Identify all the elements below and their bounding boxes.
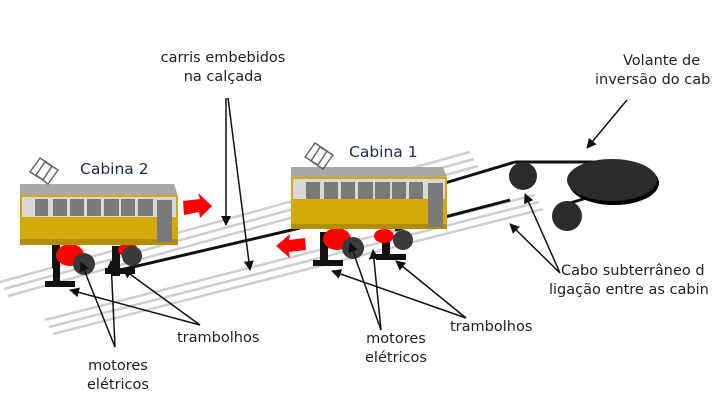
direction-arrow-left (276, 234, 306, 258)
label-motores-left: motores elétricos (82, 357, 154, 395)
cabin-1 (291, 141, 447, 266)
label-trambolhos-left: trambolhos (177, 330, 260, 346)
label-carris-line1: carris embebidos (160, 50, 286, 66)
label-motores-right-line2: elétricos (365, 350, 427, 366)
cabin-2 (20, 156, 178, 287)
label-volante: Volante de inversão do cab (595, 52, 720, 90)
direction-arrow-right (183, 193, 212, 218)
label-trambolhos-right: trambolhos (450, 319, 533, 335)
label-carris-line2: na calçada (183, 69, 263, 85)
label-volante-line1: Volante de (623, 53, 701, 69)
label-motores-right: motores elétricos (360, 330, 432, 368)
pulley-upper (509, 162, 537, 190)
label-motores-left-line2: elétricos (87, 377, 149, 393)
label-cabo-line2: ligação entre as cabin (549, 282, 709, 298)
reversal-wheel (567, 159, 657, 201)
label-cabo-line1: Cabo subterrâneo d (561, 263, 705, 279)
label-cabo: Cabo subterrâneo d ligação entre as cabi… (549, 262, 709, 300)
label-motores-right-line1: motores (366, 331, 426, 347)
label-cabina-2: Cabina 2 (80, 160, 149, 178)
pulley-lower (552, 201, 582, 231)
label-volante-line2: inversão do cab (595, 72, 711, 88)
pointer-arrows (69, 97, 628, 348)
label-carris: carris embebidos na calçada (143, 49, 303, 87)
label-motores-left-line1: motores (88, 358, 148, 374)
label-cabina-1: Cabina 1 (349, 143, 418, 161)
